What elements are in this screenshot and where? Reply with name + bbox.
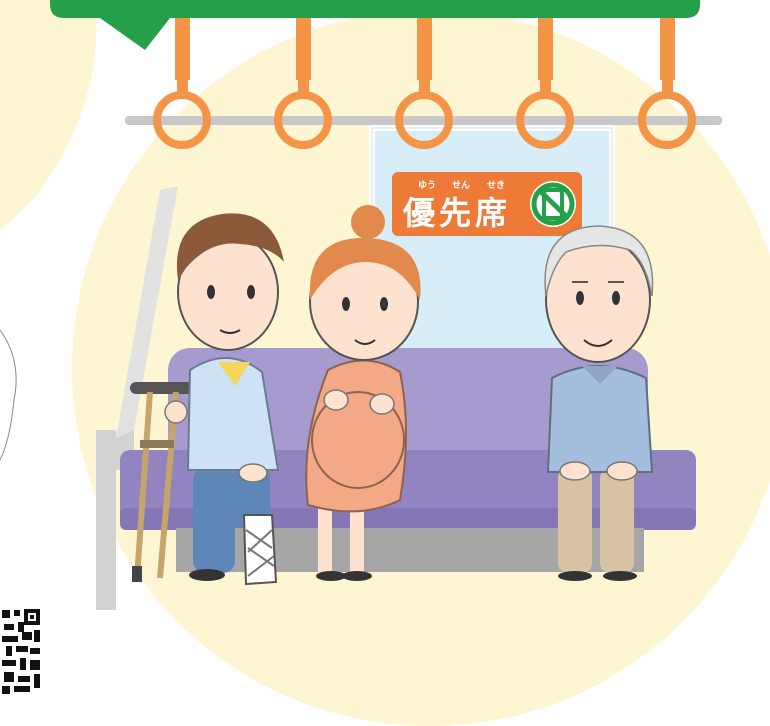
left-background-shape	[0, 0, 97, 230]
hanging-straps	[153, 18, 696, 149]
strap-3	[395, 18, 453, 149]
furigana-yuu: ゆう	[418, 180, 436, 191]
left-dotted-outline	[0, 329, 17, 461]
strap-4	[516, 18, 574, 149]
elderly-man	[544, 225, 654, 581]
sign-char-1: 優	[402, 194, 436, 232]
seat-backrest	[168, 348, 648, 460]
speech-bubble	[50, 0, 700, 50]
man-with-crutch	[130, 213, 284, 586]
sign-char-3: 席	[475, 194, 507, 232]
strap-2	[274, 18, 332, 149]
grab-rail	[125, 116, 722, 125]
no-smartphone-icon	[530, 181, 576, 227]
priority-seat-sign: ゆう せん せき 優 先 席	[392, 172, 582, 236]
strap-1	[153, 18, 211, 149]
pregnant-woman	[305, 205, 421, 581]
strap-5	[638, 18, 696, 149]
furigana-seki: せき	[487, 180, 505, 191]
furigana-sen: せん	[452, 180, 470, 191]
qr-code	[0, 605, 42, 695]
sign-char-2: 先	[439, 194, 471, 232]
